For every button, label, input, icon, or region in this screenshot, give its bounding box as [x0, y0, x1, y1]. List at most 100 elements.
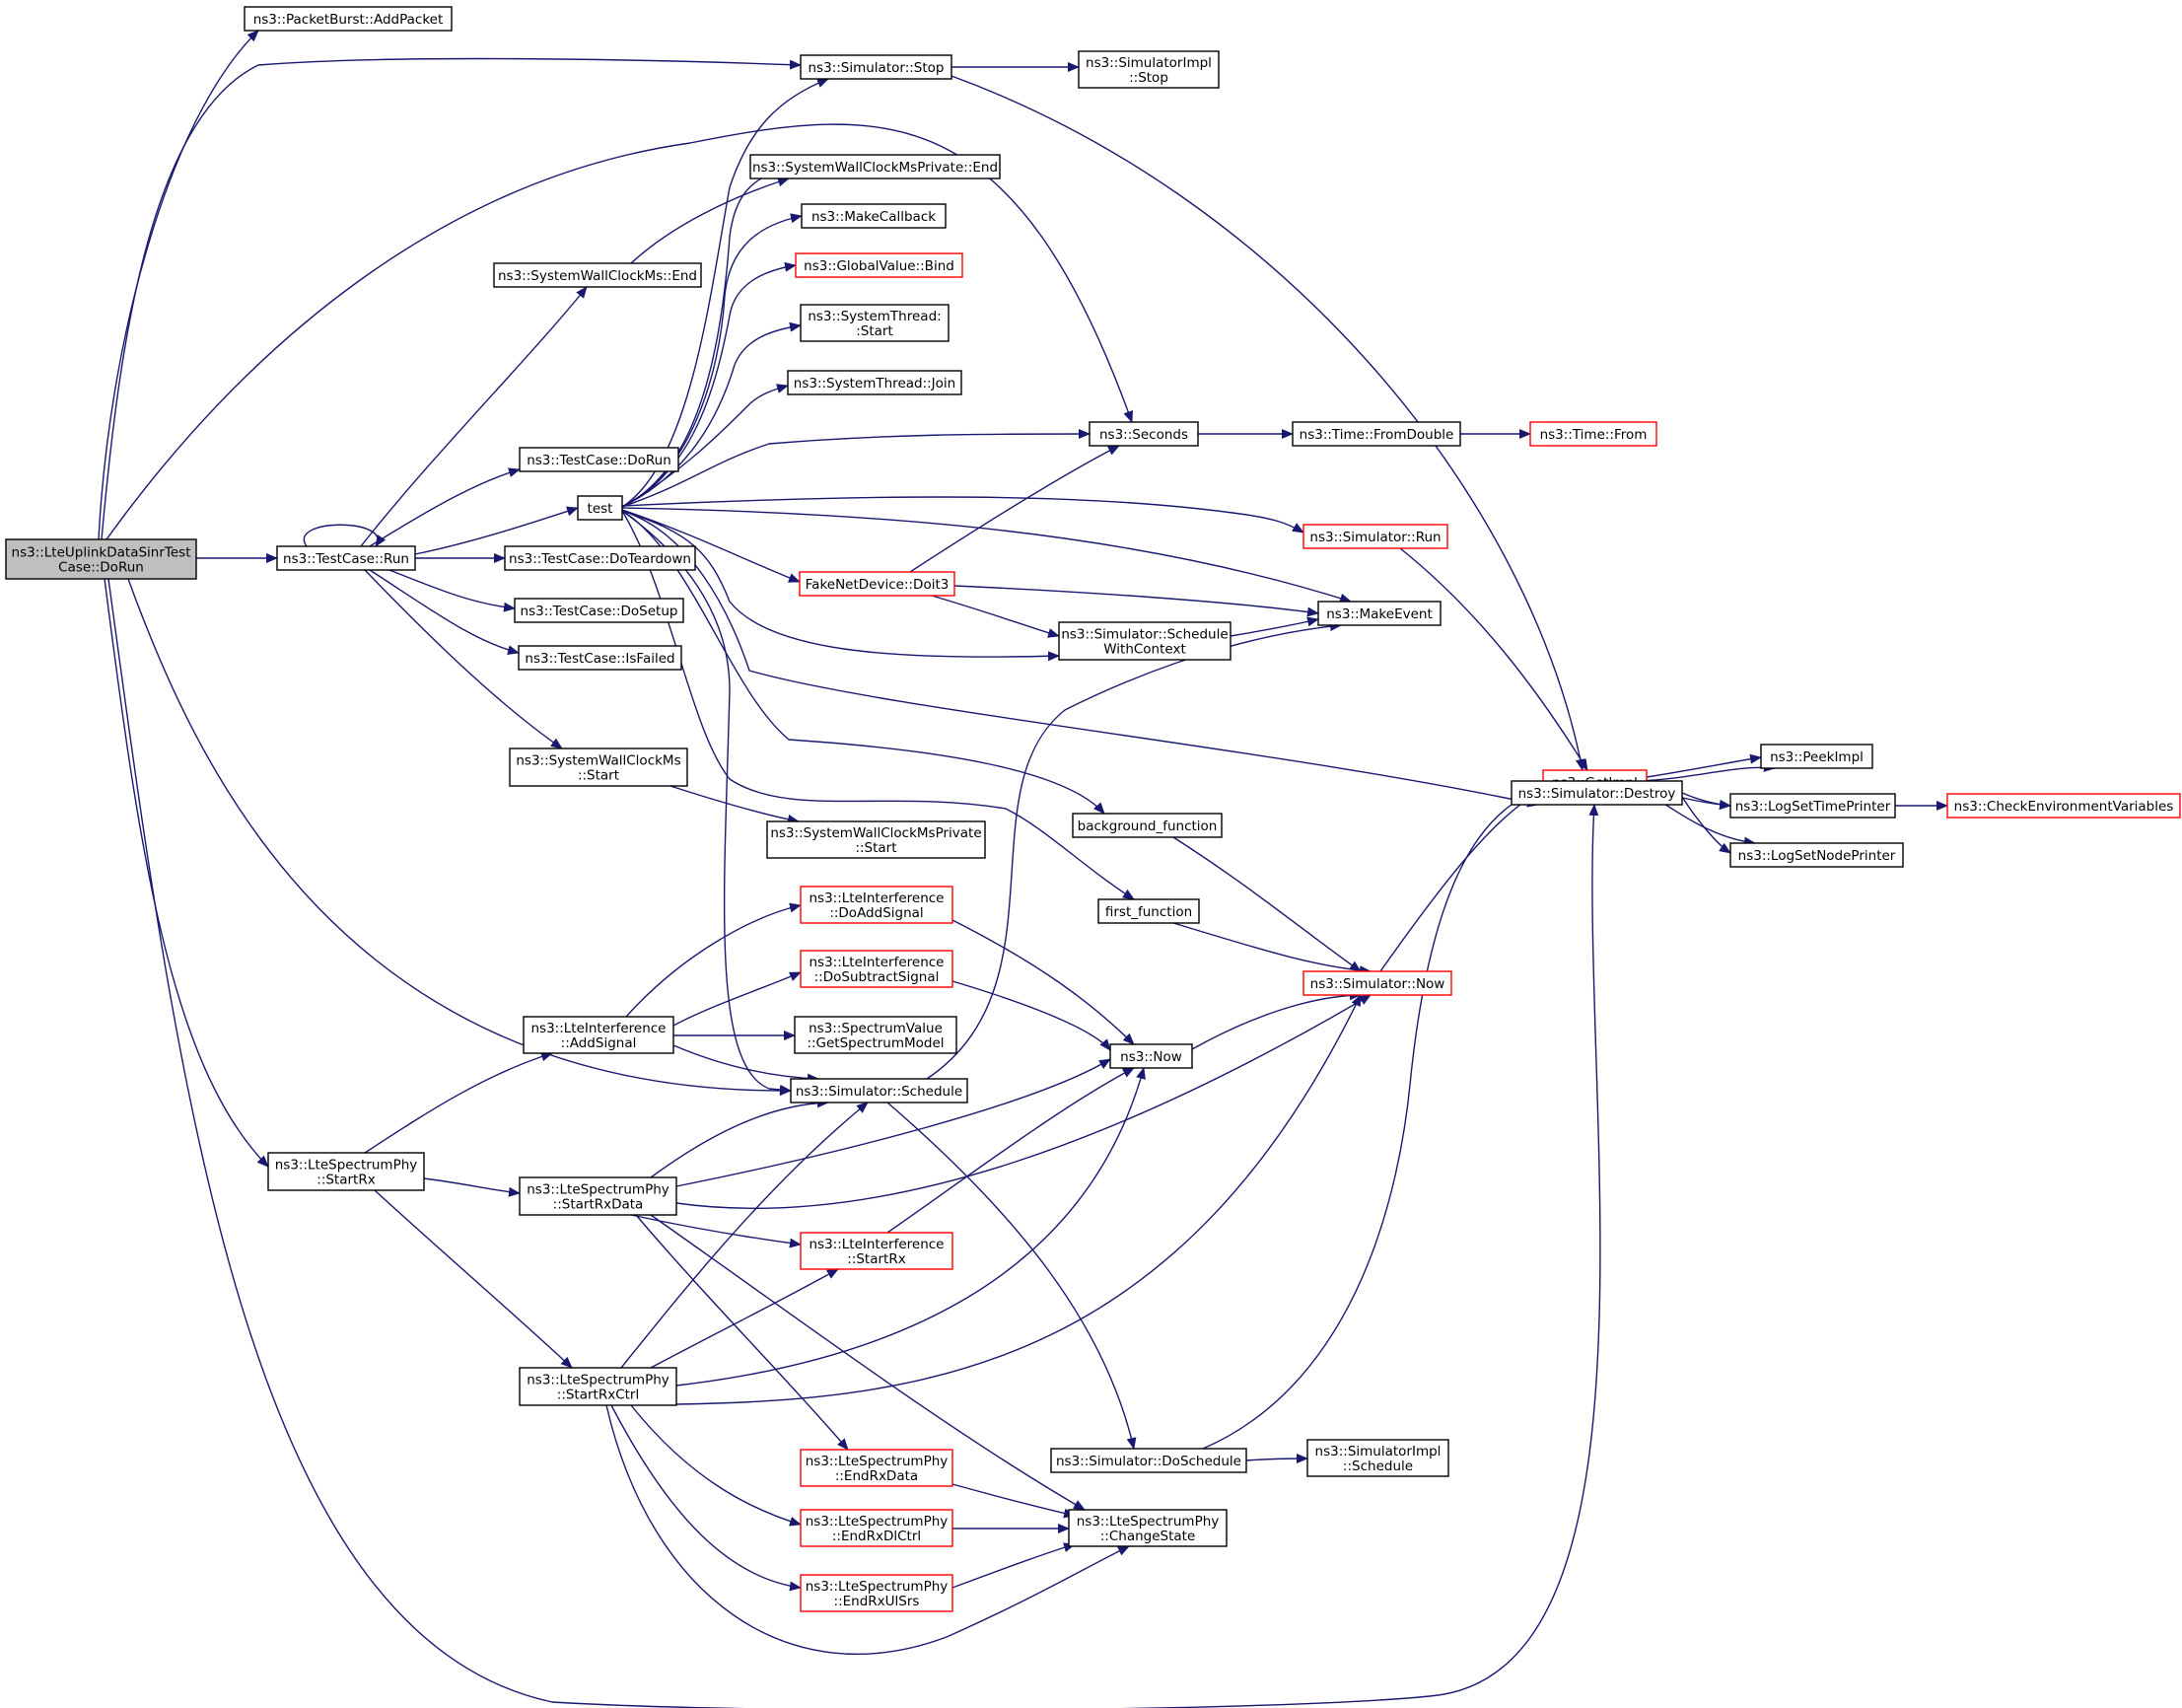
edge-lspStartRxData-lspChange	[650, 1214, 1086, 1511]
node-swcpend[interactable]: ns3::SystemWallClockMsPrivate::End	[749, 154, 1001, 179]
node-lspEndRxDl[interactable]: ns3::LteSpectrumPhy::EndRxDlCtrl	[800, 1509, 953, 1547]
node-implSchedule[interactable]: ns3::SimulatorImpl::Schedule	[1306, 1439, 1449, 1477]
node-label: ::DoAddSignal	[829, 905, 923, 921]
node-box	[1089, 421, 1199, 447]
node-lspStartRxCtrl[interactable]: ns3::LteSpectrumPhy::StartRxCtrl	[519, 1367, 677, 1406]
node-box	[1729, 842, 1904, 868]
edge-lspStartRxData-simSchedule	[650, 1098, 829, 1178]
node-lspStartRxData[interactable]: ns3::LteSpectrumPhy::StartRxData	[519, 1176, 677, 1216]
edge-test-bgFunc	[621, 510, 1105, 815]
node-label: ns3::LteInterference	[809, 1237, 945, 1252]
node-fromDouble[interactable]: ns3::Time::FromDouble	[1292, 421, 1461, 447]
node-box	[1302, 970, 1452, 996]
node-simSchedule[interactable]: ns3::Simulator::Schedule	[790, 1078, 968, 1103]
node-label: ::EndRxDlCtrl	[832, 1529, 921, 1544]
node-seconds[interactable]: ns3::Seconds	[1089, 421, 1199, 447]
edge-lspStartRx-lspStartRxCtrl	[374, 1189, 573, 1369]
node-label: ns3::Seconds	[1099, 427, 1188, 443]
edge-simDestroy-logTime	[1681, 792, 1731, 810]
node-box	[267, 1152, 425, 1191]
edge-lspStartRxCtrl-simNow	[675, 994, 1362, 1405]
edge-lspStartRx-liAdd	[364, 1051, 553, 1154]
node-label: ns3::TestCase::DoSetup	[521, 604, 678, 619]
node-label: :Start	[856, 323, 893, 339]
edge-lspStartRxData-lspEndRxData	[635, 1214, 849, 1451]
node-box	[1302, 524, 1448, 549]
node-label: FakeNetDevice::Doit3	[806, 577, 950, 593]
edge-lspStartRxData-liStartRx	[630, 1214, 802, 1248]
node-label: ::EndRxData	[835, 1468, 918, 1484]
node-test[interactable]: test	[577, 495, 623, 521]
node-box	[799, 571, 955, 597]
node-label: ns3::TestCase::DoRun	[527, 453, 671, 468]
node-tcFailed[interactable]: ns3::TestCase::IsFailed	[518, 645, 682, 671]
node-box	[1097, 898, 1200, 924]
node-firstFunc[interactable]: first_function	[1097, 898, 1200, 924]
node-timeFrom[interactable]: ns3::Time::From	[1529, 421, 1657, 447]
node-simNow[interactable]: ns3::Simulator::Now	[1302, 970, 1452, 996]
node-logNode[interactable]: ns3::LogSetNodePrinter	[1729, 842, 1904, 868]
edge-tcRun-swcEnd	[360, 286, 588, 547]
node-tcSetup[interactable]: ns3::TestCase::DoSetup	[514, 598, 684, 623]
edge-simstop-getImpl	[950, 75, 1585, 771]
node-label: ::EndRxUlSrs	[834, 1594, 920, 1609]
node-box	[1072, 813, 1223, 838]
node-label: ns3::Simulator::Schedule	[796, 1084, 962, 1100]
node-label: ns3::Simulator::Destroy	[1518, 786, 1676, 802]
node-simDestroy[interactable]: ns3::Simulator::Destroy	[1511, 780, 1683, 806]
edge-simSchedule-makeEvent	[926, 621, 1342, 1080]
node-now[interactable]: ns3::Now	[1109, 1043, 1193, 1069]
node-box	[766, 820, 986, 859]
node-addpacket[interactable]: ns3::PacketBurst::AddPacket	[244, 6, 453, 32]
node-label: ns3::CheckEnvironmentVariables	[1954, 799, 2174, 815]
node-doit3[interactable]: FakeNetDevice::Doit3	[799, 571, 955, 597]
node-svGetModel[interactable]: ns3::SpectrumValue::GetSpectrumModel	[794, 1016, 957, 1054]
node-label: ::StartRx	[847, 1251, 905, 1267]
node-box	[800, 1574, 953, 1612]
node-tcRun[interactable]: ns3::TestCase::Run	[276, 545, 416, 571]
node-liDoAdd[interactable]: ns3::LteInterference::DoAddSignal	[800, 886, 953, 924]
edge-root-simstop	[101, 57, 802, 540]
node-label: ns3::LteInterference	[809, 955, 945, 970]
node-implstop[interactable]: ns3::SimulatorImpl::Stop	[1078, 50, 1220, 89]
node-tcDoRun[interactable]: ns3::TestCase::DoRun	[519, 447, 679, 472]
node-checkEnv[interactable]: ns3::CheckEnvironmentVariables	[1946, 793, 2181, 818]
node-lspChange[interactable]: ns3::LteSpectrumPhy::ChangeState	[1068, 1509, 1228, 1547]
node-swcpStart[interactable]: ns3::SystemWallClockMsPrivate::Start	[766, 820, 986, 859]
node-liStartRx[interactable]: ns3::LteInterference::StartRx	[800, 1232, 953, 1270]
node-simRun[interactable]: ns3::Simulator::Run	[1302, 524, 1448, 549]
node-lspEndRxUl[interactable]: ns3::LteSpectrumPhy::EndRxUlSrs	[800, 1574, 953, 1612]
node-tcTeardown[interactable]: ns3::TestCase::DoTeardown	[504, 545, 696, 571]
node-liDoSub[interactable]: ns3::LteInterference::DoSubtractSignal	[800, 950, 953, 988]
node-label: ::Start	[578, 768, 619, 784]
node-label: ns3::Simulator::Schedule	[1061, 627, 1228, 643]
edge-schedCtx-makeEvent	[1230, 616, 1319, 637]
edge-test-stJoin	[621, 384, 789, 508]
edge-layer	[98, 30, 1948, 1708]
node-swcStart[interactable]: ns3::SystemWallClockMs::Start	[509, 747, 688, 787]
node-label: ns3::MakeEvent	[1326, 606, 1433, 622]
node-peekImpl[interactable]: ns3::PeekImpl	[1760, 744, 1873, 769]
node-liAdd[interactable]: ns3::LteInterference::AddSignal	[523, 1016, 674, 1054]
node-box	[1109, 1043, 1193, 1069]
node-box	[577, 495, 623, 521]
node-simstop[interactable]: ns3::Simulator::Stop	[800, 54, 952, 80]
node-stJoin[interactable]: ns3::SystemThread::Join	[787, 370, 962, 395]
node-stStart[interactable]: ns3::SystemThread::Start	[800, 304, 950, 342]
edge-lspStartRxData-simNow	[675, 994, 1372, 1209]
node-makeEvent[interactable]: ns3::MakeEvent	[1317, 601, 1442, 626]
node-lspStartRx[interactable]: ns3::LteSpectrumPhy::StartRx	[267, 1152, 425, 1191]
node-lspEndRxData[interactable]: ns3::LteSpectrumPhy::EndRxData	[800, 1449, 953, 1487]
node-gvbind[interactable]: ns3::GlobalValue::Bind	[795, 252, 963, 278]
node-box	[787, 370, 962, 395]
node-simDoSchedule[interactable]: ns3::Simulator::DoSchedule	[1050, 1448, 1247, 1473]
node-label: ns3::Time::FromDouble	[1300, 427, 1454, 443]
node-makecb[interactable]: ns3::MakeCallback	[801, 203, 947, 229]
node-box	[1529, 421, 1657, 447]
node-bgFunc[interactable]: background_function	[1072, 813, 1223, 838]
edge-lspStartRxCtrl-lspEndRxDl	[630, 1404, 802, 1527]
node-logTime[interactable]: ns3::LogSetTimePrinter	[1729, 793, 1896, 818]
node-swcEnd[interactable]: ns3::SystemWallClockMs::End	[493, 262, 702, 288]
